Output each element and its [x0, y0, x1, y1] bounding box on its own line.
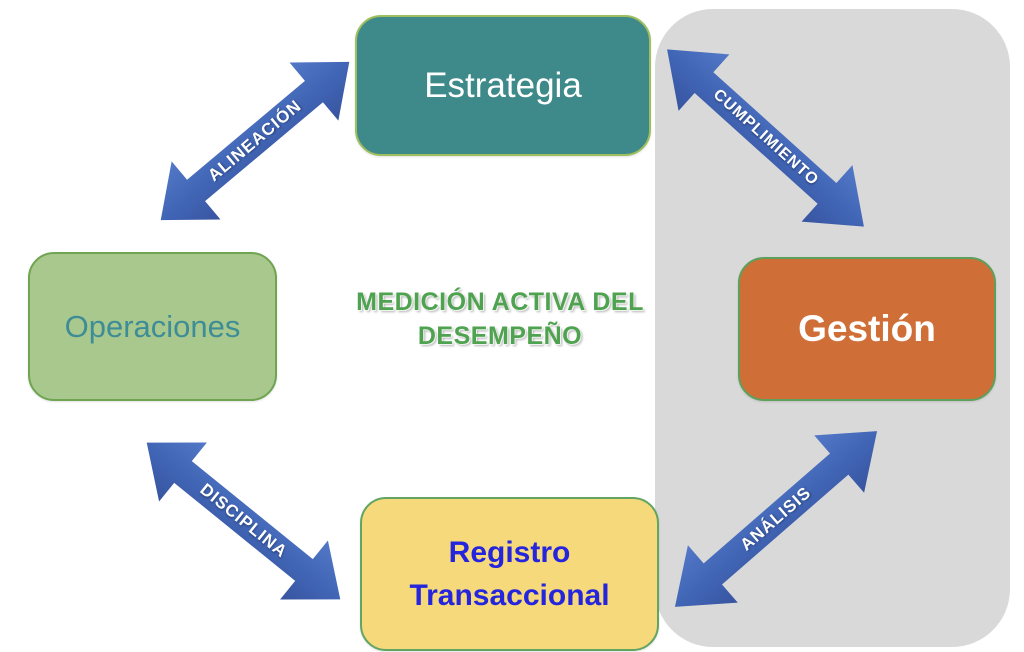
- double-arrow-icon: [160, 61, 350, 221]
- node-operaciones: Operaciones: [28, 252, 277, 401]
- node-registro-transaccional: Registro Transaccional: [360, 497, 659, 651]
- diagram-title: MEDICIÓN ACTIVA DEL DESEMPEÑO: [356, 288, 644, 350]
- node-gestion-label: Gestión: [798, 308, 936, 349]
- connector-disciplina: DISCIPLINA: [119, 409, 368, 633]
- double-arrow-icon: [146, 442, 341, 600]
- node-estrategia: Estrategia: [355, 15, 651, 156]
- double-arrow-icon: [674, 431, 878, 607]
- node-operaciones-label: Operaciones: [64, 308, 241, 344]
- connector-alineacion: ALINEACIÓN: [132, 28, 378, 253]
- connector-cumplimiento: CUMPLIMIENTO: [637, 17, 893, 259]
- double-arrow-icon: [667, 49, 864, 227]
- node-gestion: Gestión: [738, 257, 996, 401]
- connector-analisis: ANÁLISIS: [646, 398, 906, 640]
- node-estrategia-label: Estrategia: [424, 65, 582, 105]
- node-registro-transaccional-label: Registro Transaccional: [409, 535, 610, 613]
